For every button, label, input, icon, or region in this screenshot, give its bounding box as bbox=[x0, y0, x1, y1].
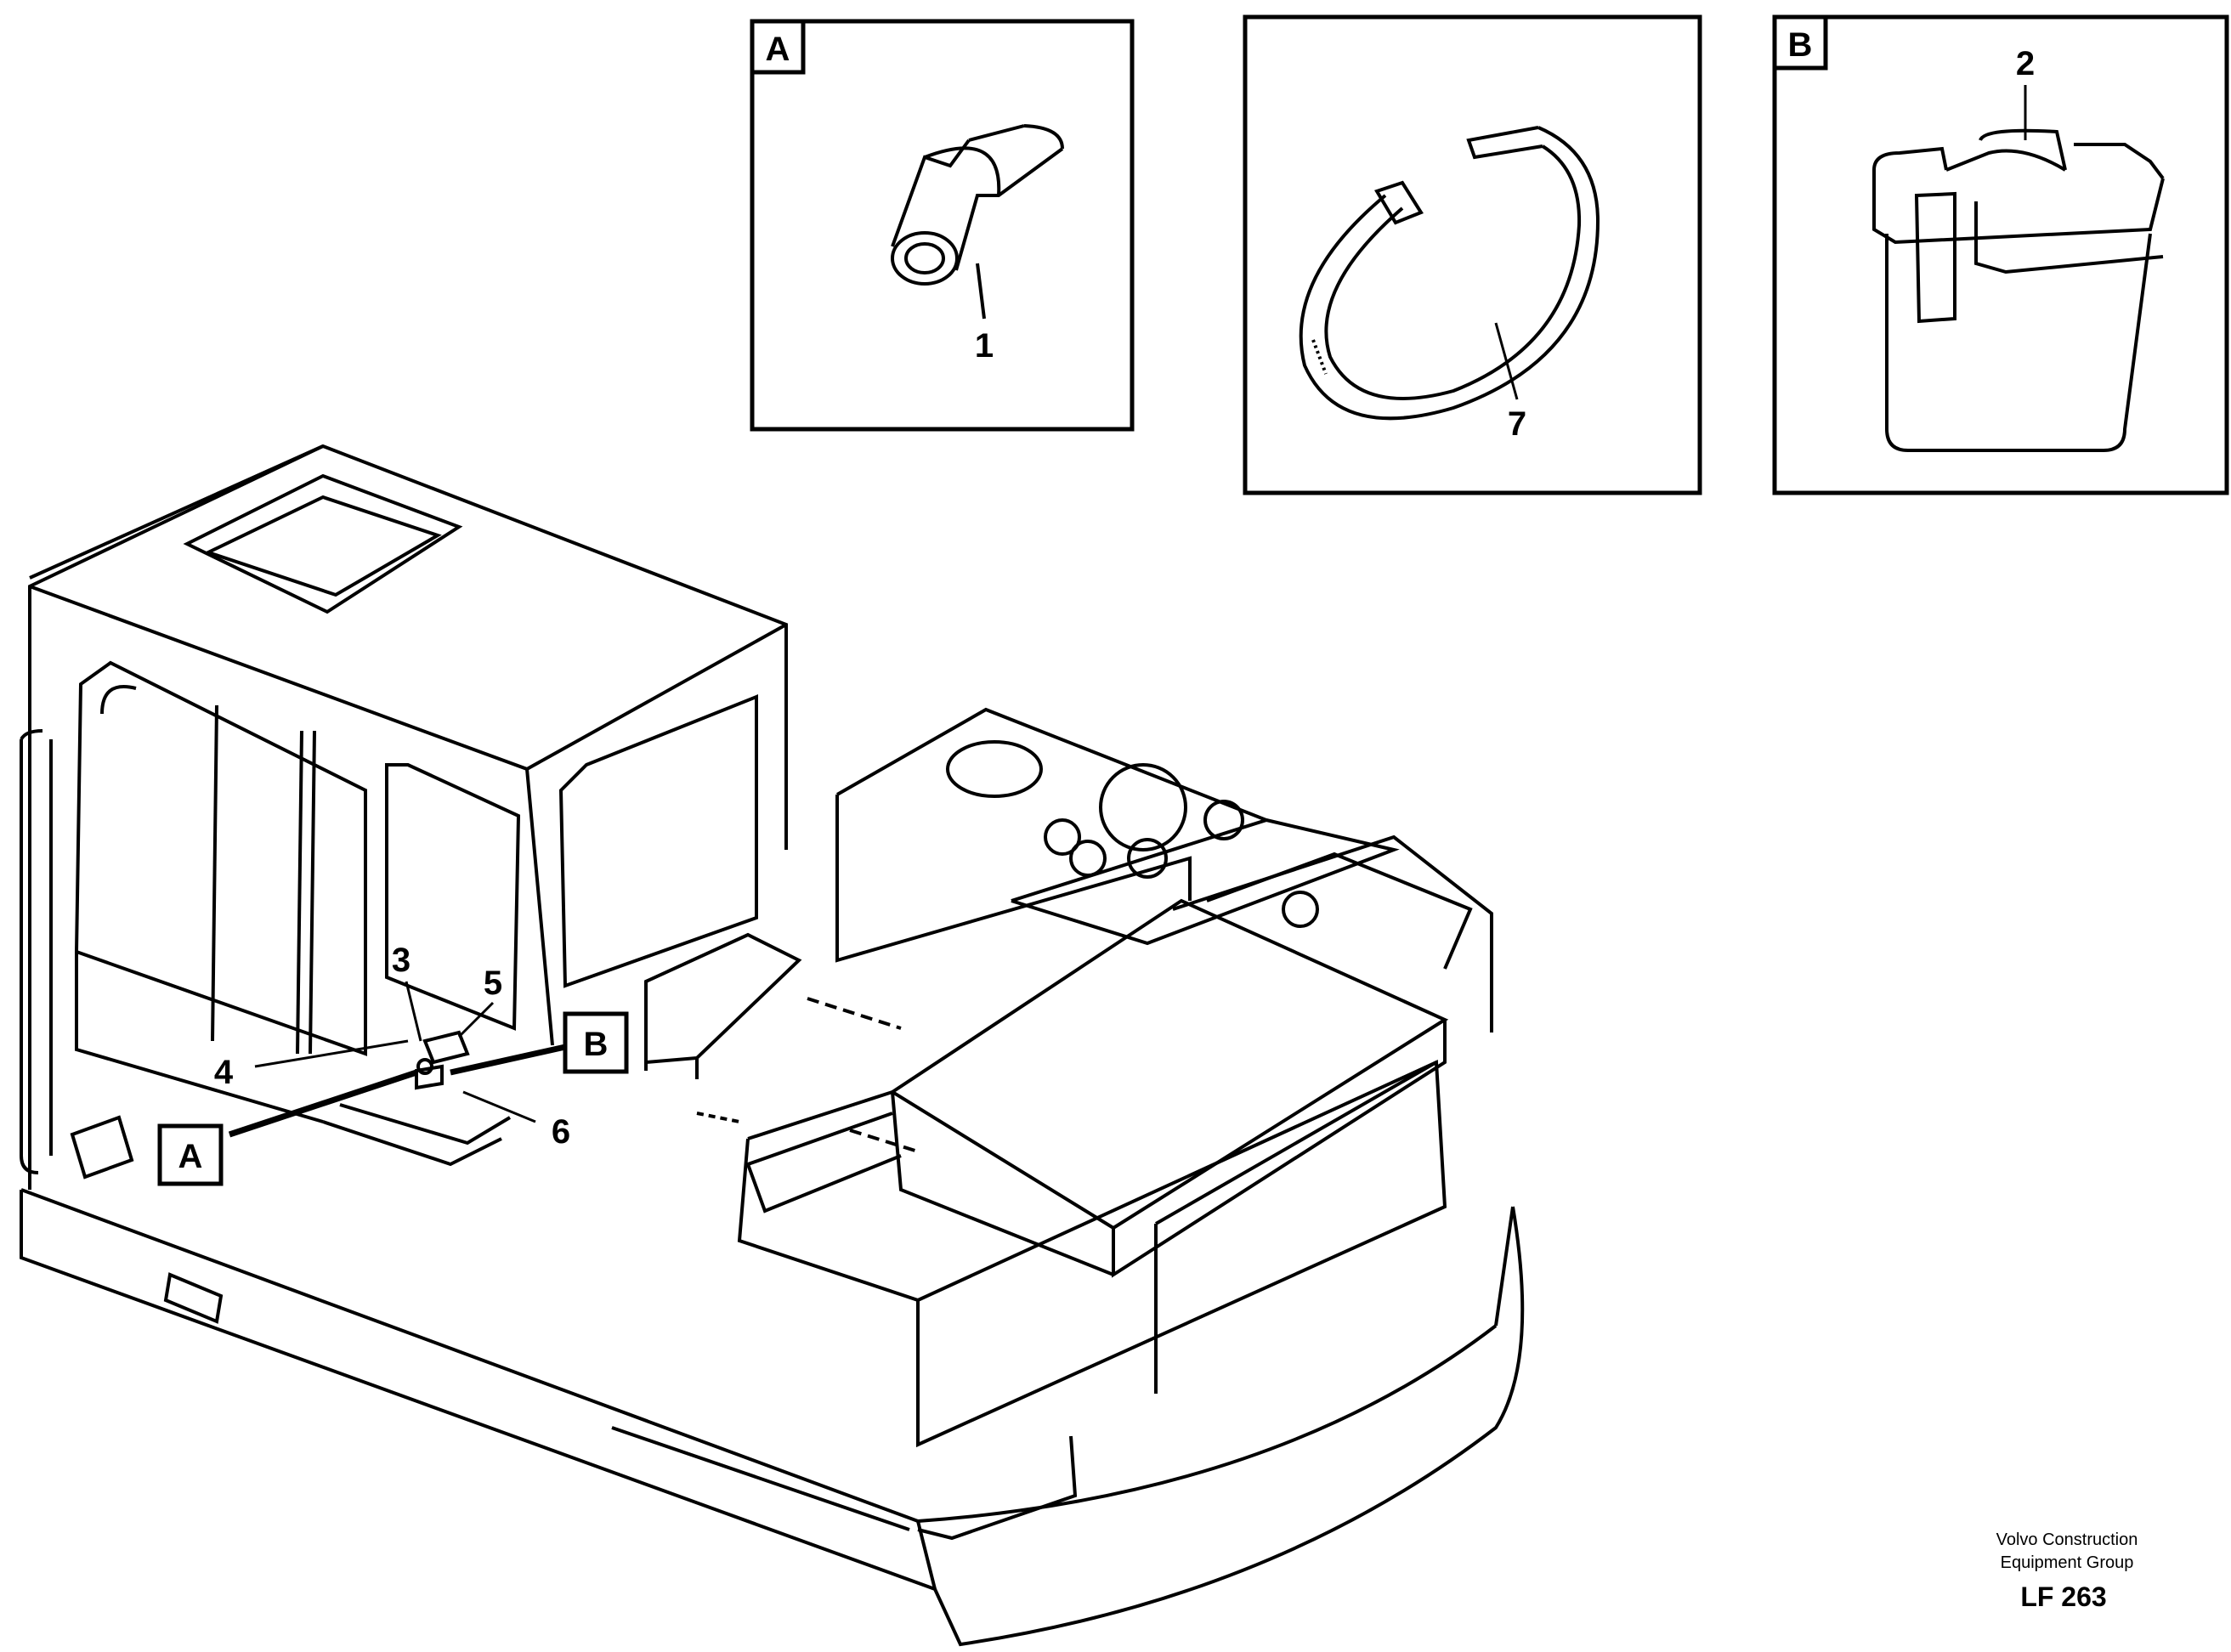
panel-a-label: A bbox=[766, 31, 790, 68]
svg-text:A: A bbox=[178, 1138, 203, 1175]
callout-2: 2 bbox=[2016, 45, 2035, 82]
callout-5: 5 bbox=[484, 965, 502, 1002]
credit-line-2: Equipment Group bbox=[2001, 1553, 2134, 1572]
panel-b-label: B bbox=[1788, 26, 1813, 64]
callout-3: 3 bbox=[392, 942, 411, 979]
pointer-label-b: B bbox=[563, 1011, 629, 1074]
machine-upper-structure bbox=[20, 444, 1525, 1647]
credit-line-1: Volvo Construction bbox=[1996, 1530, 2138, 1549]
detail-panel-a: A 1 bbox=[750, 19, 1135, 432]
panel-b-label-box: B bbox=[1772, 14, 1828, 71]
pointer-lines bbox=[228, 1044, 566, 1138]
callout-7: 7 bbox=[1508, 405, 1526, 443]
svg-text:B: B bbox=[584, 1026, 609, 1063]
detail-panel-b: B 2 bbox=[1772, 14, 2229, 495]
figure-code: LF 263 bbox=[2020, 1581, 2106, 1612]
main-view-leaders bbox=[254, 981, 536, 1123]
leader-7 bbox=[1494, 322, 1519, 400]
cable-tie-icon bbox=[1299, 126, 1600, 421]
callout-1: 1 bbox=[975, 327, 994, 365]
connector-housing-icon bbox=[1872, 128, 2165, 452]
callout-4: 4 bbox=[214, 1054, 234, 1091]
sleeve-connector-icon bbox=[891, 124, 1064, 320]
credit-block: Volvo Construction Equipment Group LF 26… bbox=[1996, 1530, 2138, 1612]
detail-panel-cable-tie: 7 bbox=[1243, 14, 1702, 495]
panel-a-label-box: A bbox=[750, 19, 806, 75]
callout-6: 6 bbox=[552, 1113, 570, 1151]
pointer-label-a: A bbox=[157, 1123, 224, 1186]
